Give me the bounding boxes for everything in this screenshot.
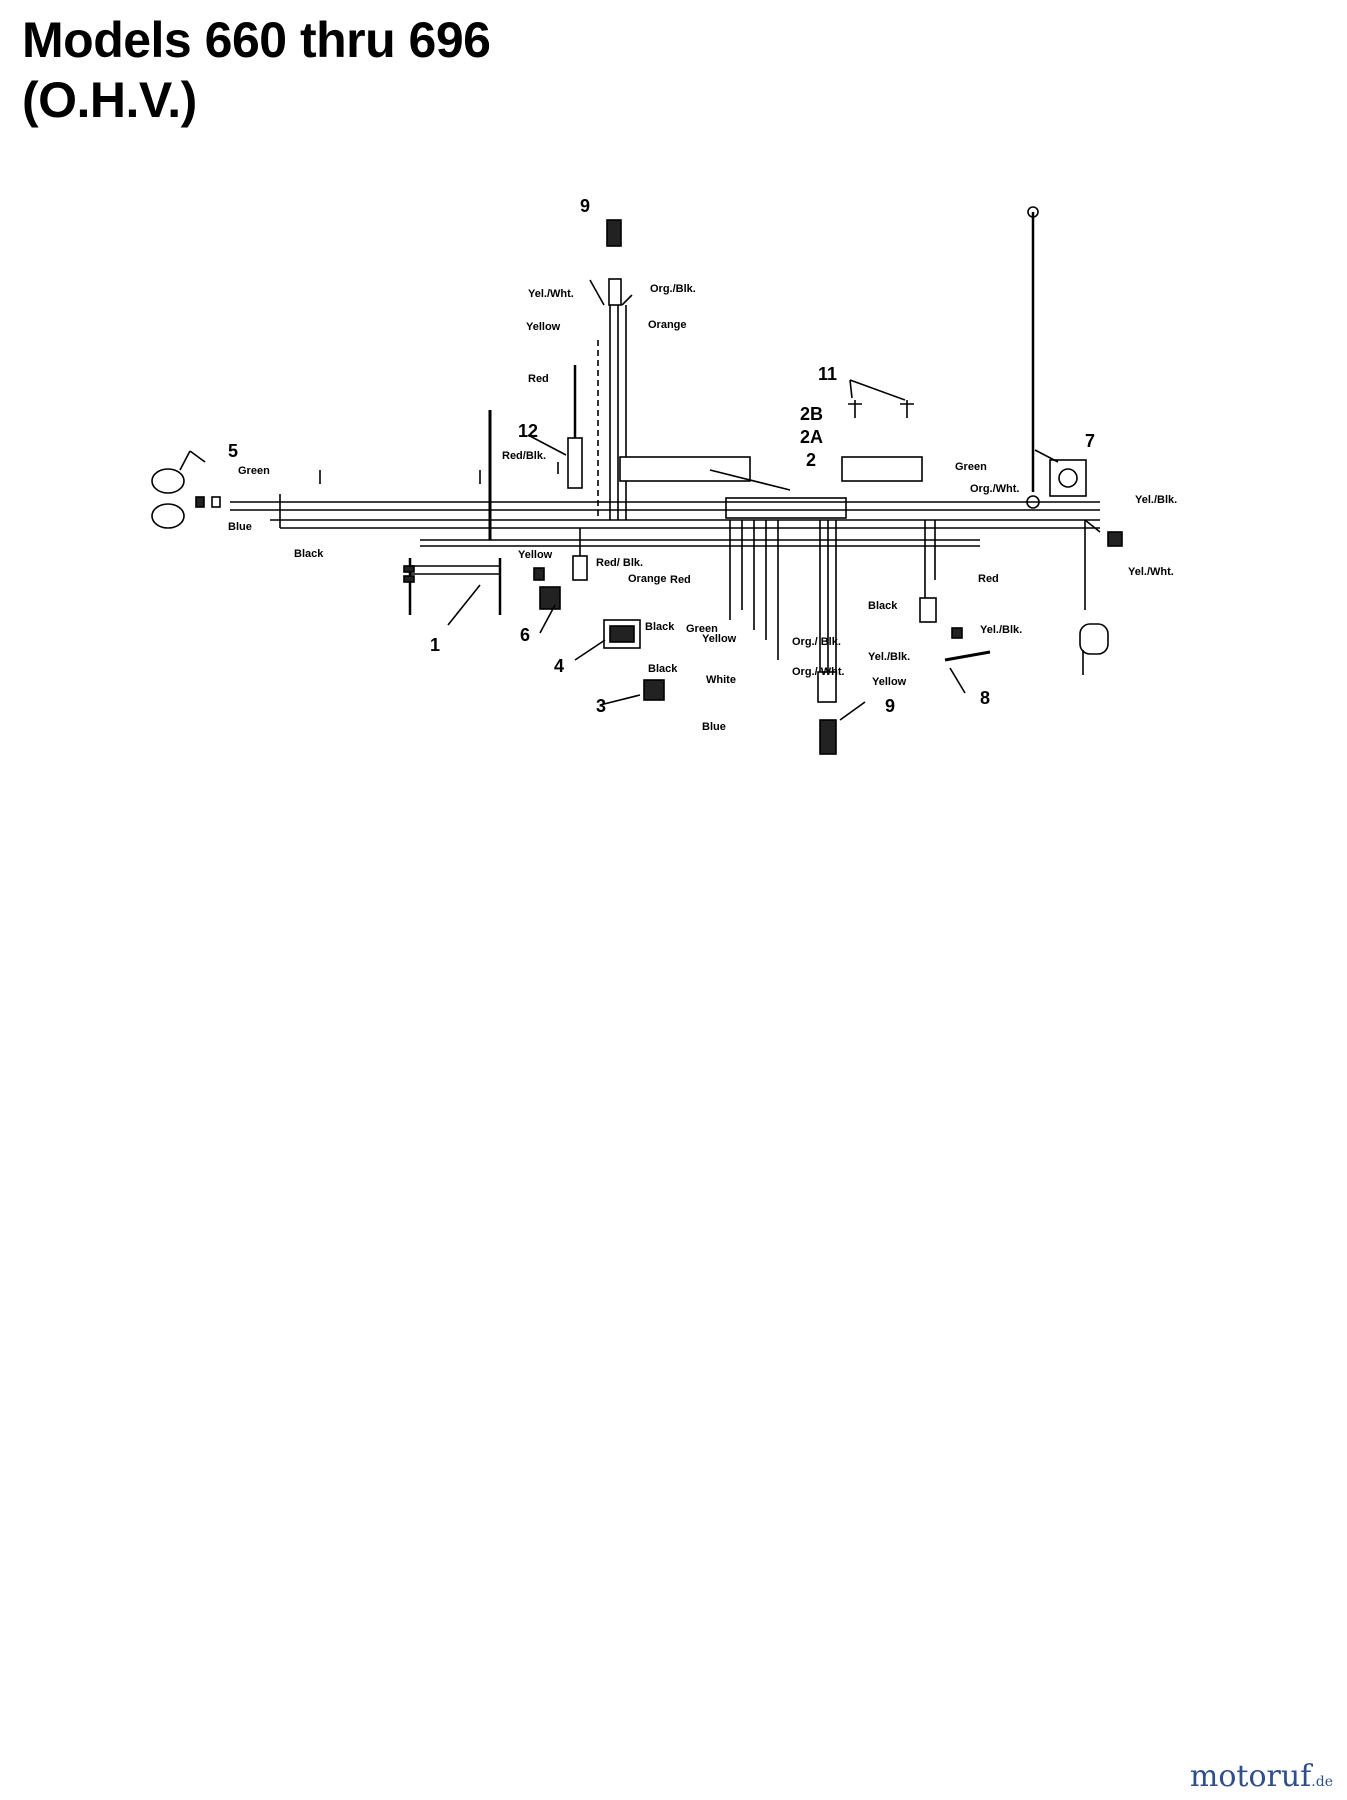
label-green-mid: Green (686, 623, 718, 635)
callout-8: 8 (980, 688, 990, 708)
callout-2: 2 (806, 450, 816, 470)
connector-right-lower (1079, 623, 1109, 655)
label-orange-mid: Orange (628, 573, 667, 585)
label-yel-blk-low: Yel./Blk. (868, 651, 910, 663)
label-yel-wht-right: Yel./Wht. (1128, 566, 1174, 578)
callout-3: 3 (596, 696, 606, 716)
page-title: Models 660 thru 696 (O.H.V.) (22, 10, 491, 130)
title-line-1: Models 660 thru 696 (22, 12, 491, 68)
headlight-bulb-upper (151, 468, 185, 494)
label-green-right: Green (955, 461, 987, 473)
headlight-bulb-lower (151, 503, 185, 529)
label-org-blk-top: Org./Blk. (650, 283, 696, 295)
label-white-low: White (706, 674, 736, 686)
watermark-tld: .de (1311, 1774, 1333, 1790)
callout-2B: 2B (800, 404, 823, 424)
label-red-top: Red (528, 373, 549, 385)
motoruf-watermark: motoruf.de (1190, 1759, 1333, 1794)
label-orange-top: Orange (648, 319, 687, 331)
callout-1: 1 (430, 635, 440, 655)
callout-11: 11 (818, 364, 837, 384)
label-yellow-low: Yellow (872, 676, 907, 688)
label-blue-left: Blue (228, 521, 252, 533)
label-yel-blk-right: Yel./Blk. (1135, 494, 1177, 506)
part-7-switch (1049, 459, 1087, 497)
label-org-blk-low: Org./ Blk. (792, 636, 841, 648)
callout-6: 6 (520, 625, 530, 645)
harness-bar-right (841, 456, 923, 482)
label-yellow-mid: Yellow (518, 549, 553, 561)
callout-5: 5 (228, 441, 238, 461)
part-6-switch (539, 586, 561, 610)
part-8-plate (944, 650, 991, 662)
label-red-blk-top: Red/Blk. (502, 450, 546, 462)
harness-bar-left (619, 456, 751, 482)
label-yellow-top: Yellow (526, 321, 561, 333)
callout-2A: 2A (800, 427, 823, 447)
callout-12: 12 (518, 421, 538, 441)
label-black-left: Black (294, 548, 324, 560)
callout-4: 4 (554, 656, 564, 676)
label-yellow-mid2: Yellow (702, 633, 737, 645)
connector-9-top (606, 219, 622, 247)
label-black-low: Black (648, 663, 678, 675)
part-3-switch (643, 679, 665, 701)
label-blue-low: Blue (702, 721, 726, 733)
fuse-12 (567, 437, 583, 489)
label-org-wht-low: Org./ Wht. (792, 666, 845, 678)
callout-9-bottom: 9 (885, 696, 895, 716)
label-black-mid: Black (645, 621, 675, 633)
callout-9-top: 9 (580, 196, 590, 216)
label-red-right: Red (978, 573, 999, 585)
callout-7: 7 (1085, 431, 1095, 451)
label-org-wht-right: Org./Wht. (970, 483, 1020, 495)
label-red-mid: Red (670, 574, 691, 586)
label-black-right: Black (868, 600, 898, 612)
label-yel-blk-right2: Yel./Blk. (980, 624, 1022, 636)
title-line-2: (O.H.V.) (22, 72, 197, 128)
connector-9-bottom (819, 719, 837, 755)
label-yel-wht-top: Yel./Wht. (528, 288, 574, 300)
label-red-blk-mid: Red/ Blk. (596, 557, 643, 569)
label-green-left: Green (238, 465, 270, 477)
watermark-brand: motoruf (1189, 1759, 1312, 1794)
